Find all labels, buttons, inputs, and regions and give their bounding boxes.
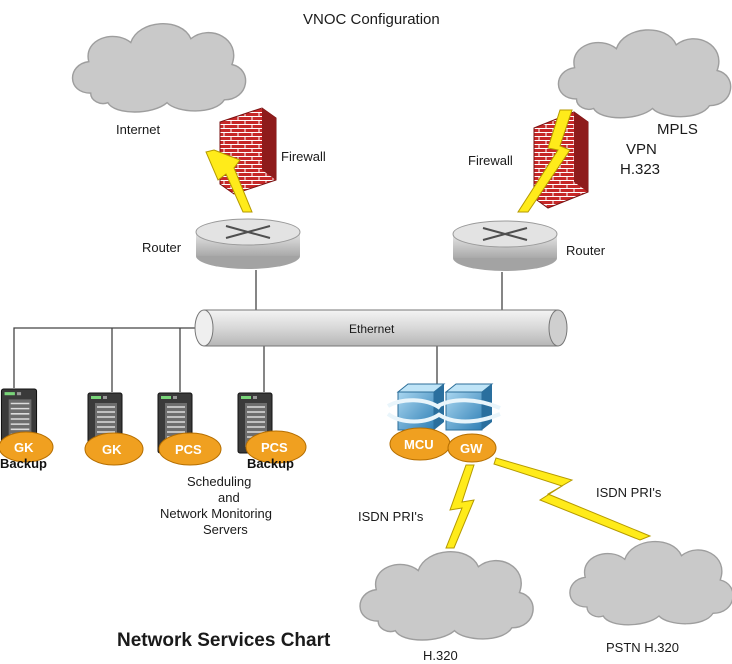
- gw-name: GW: [460, 441, 483, 456]
- server-caption-line-2: and: [218, 490, 240, 505]
- router-right-label: Router: [566, 243, 606, 258]
- mpls-cloud: [557, 29, 732, 119]
- chart-title: Network Services Chart: [117, 630, 331, 651]
- mcu-switch-icon: [386, 383, 446, 431]
- gw-badge: GW: [447, 433, 497, 463]
- internet-cloud: [71, 22, 247, 113]
- firewall-left-icon: [219, 107, 277, 195]
- pstn-label: PSTN H.320: [606, 640, 679, 655]
- gk-name: GK: [102, 442, 122, 457]
- lightning-h320-icon: [445, 464, 475, 549]
- gk-backup-badge: GK Backup: [0, 431, 54, 471]
- firewall-left-label: Firewall: [281, 149, 326, 164]
- ethernet-label: Ethernet: [349, 322, 395, 336]
- pcs-badge: PCS: [158, 432, 222, 466]
- h320-label: H.320: [423, 648, 458, 663]
- server-caption-line-4: Servers: [203, 522, 248, 537]
- mcu-badge: MCU: [389, 427, 451, 461]
- pcs-backup-sub: Backup: [247, 456, 294, 471]
- h320-cloud: [359, 550, 534, 641]
- firewall-right-label: Firewall: [468, 153, 513, 168]
- gk-backup-sub: Backup: [0, 456, 47, 471]
- lightning-internet-icon: [205, 149, 253, 213]
- gk-badge: GK: [84, 432, 144, 466]
- gk-backup-name: GK: [14, 440, 34, 455]
- router-left-label: Router: [142, 240, 182, 255]
- server-caption-line-1: Scheduling: [187, 474, 251, 489]
- lightning-pstn-icon: [493, 457, 652, 541]
- ethernet-pipe: [194, 309, 568, 347]
- mpls-label: MPLS: [657, 121, 698, 138]
- mcu-name: MCU: [404, 437, 434, 452]
- server-caption: Scheduling and Network Monitoring Server…: [160, 474, 272, 537]
- pstn-cloud: [569, 540, 732, 626]
- vpn-label: VPN: [626, 141, 657, 158]
- pcs-backup-name: PCS: [261, 440, 288, 455]
- lightning-mpls-icon: [517, 109, 573, 213]
- server-caption-line-3: Network Monitoring: [160, 506, 272, 521]
- diagram-title: VNOC Configuration: [303, 11, 440, 28]
- isdn-left-label: ISDN PRI's: [358, 509, 424, 524]
- internet-label: Internet: [116, 122, 160, 137]
- router-left-icon: [195, 218, 301, 269]
- isdn-right-label: ISDN PRI's: [596, 485, 662, 500]
- router-right-icon: [452, 220, 558, 271]
- h323-label: H.323: [620, 161, 660, 178]
- pcs-backup-badge: PCS Backup: [245, 430, 307, 471]
- gw-switch-icon: [436, 383, 501, 431]
- pcs-name: PCS: [175, 442, 202, 457]
